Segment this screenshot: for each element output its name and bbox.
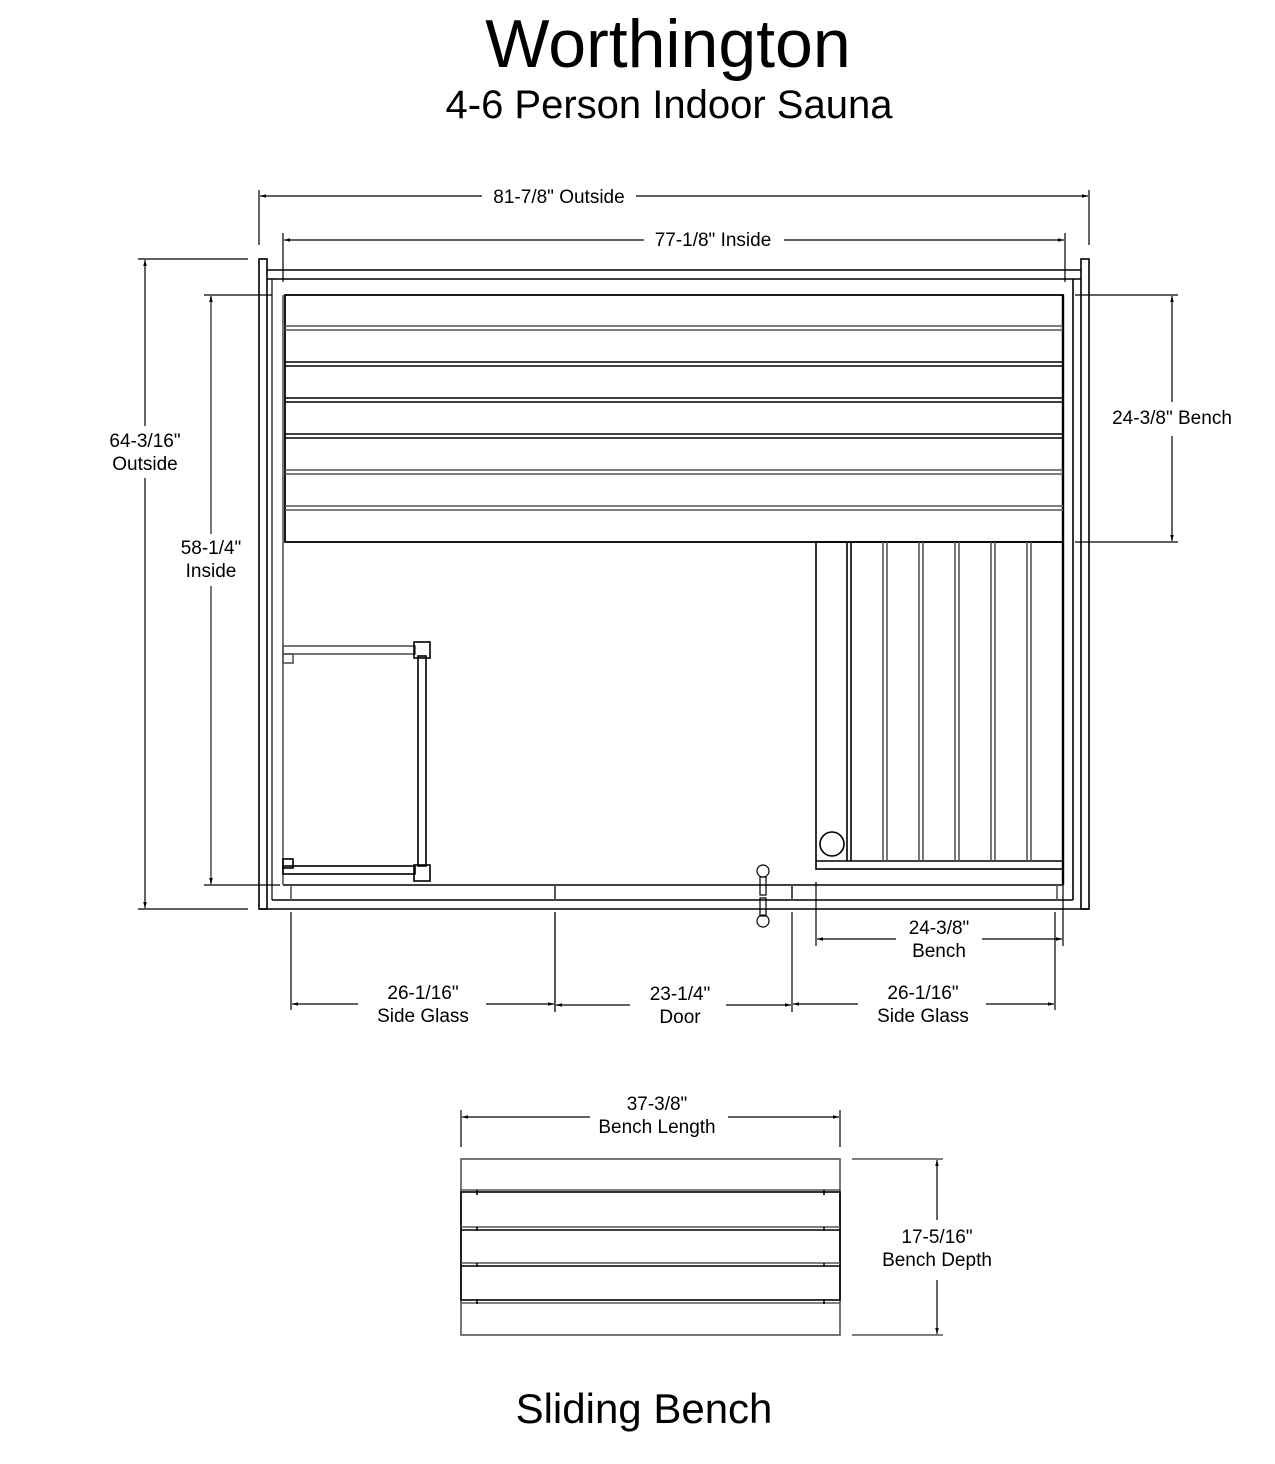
- drain-circle: [819, 831, 845, 857]
- dim-outside-depth: 64-3/16" Outside: [100, 258, 248, 910]
- sliding-bench-depth-value: 17-5/16": [901, 1227, 972, 1248]
- dim-back-bench-depth: 24-3/8" Bench: [1075, 294, 1236, 543]
- outside-width-label: 81-7/8" Outside: [493, 187, 624, 208]
- dim-sliding-bench-depth: 17-5/16" Bench Depth: [852, 1158, 998, 1336]
- side-bench-width-value: 24-3/8": [909, 918, 970, 939]
- page-subtitle: 4-6 Person Indoor Sauna: [445, 83, 893, 127]
- dim-left-side-glass: 26-1/16" Side Glass: [290, 912, 556, 1030]
- sliding-bench-title: Sliding Bench: [515, 1385, 773, 1432]
- back-bench: [284, 294, 1064, 543]
- back-bench-depth-label: 24-3/8" Bench: [1112, 408, 1232, 429]
- outer-walls: [258, 258, 1090, 910]
- outside-depth-label: Outside: [112, 454, 177, 475]
- dim-right-side-glass: 26-1/16" Side Glass: [793, 912, 1056, 1030]
- side-bench: [815, 541, 1064, 870]
- dim-inside-width: 77-1/8" Inside: [282, 228, 1066, 282]
- door-label: Door: [659, 1007, 701, 1028]
- right-side-glass-value: 26-1/16": [887, 983, 958, 1004]
- dim-outside-width: 81-7/8" Outside: [258, 184, 1090, 245]
- door-value: 23-1/4": [650, 984, 711, 1005]
- inside-depth-label: Inside: [186, 561, 237, 582]
- sliding-bench: [460, 1158, 841, 1336]
- dim-inside-depth: 58-1/4" Inside: [170, 294, 280, 886]
- left-side-glass-value: 26-1/16": [387, 983, 458, 1004]
- side-bench-width-label: Bench: [912, 941, 966, 962]
- inside-depth-value: 58-1/4": [181, 538, 242, 559]
- right-side-glass-label: Side Glass: [877, 1006, 969, 1027]
- dim-side-bench-width: 24-3/8" Bench: [815, 882, 1064, 963]
- sliding-bench-depth-label: Bench Depth: [882, 1250, 992, 1271]
- sliding-bench-length-label: Bench Length: [598, 1117, 715, 1138]
- dim-sliding-bench-length: 37-3/8" Bench Length: [460, 1094, 841, 1147]
- left-side-glass-label: Side Glass: [377, 1006, 469, 1027]
- inside-width-label: 77-1/8" Inside: [655, 230, 772, 251]
- heater-guard: [282, 641, 431, 882]
- page-title: Worthington: [485, 6, 851, 82]
- door-handle-icon: [756, 864, 770, 928]
- dim-door: 23-1/4" Door: [556, 912, 793, 1030]
- outside-depth-value: 64-3/16": [109, 431, 180, 452]
- sliding-bench-length-value: 37-3/8": [627, 1094, 688, 1115]
